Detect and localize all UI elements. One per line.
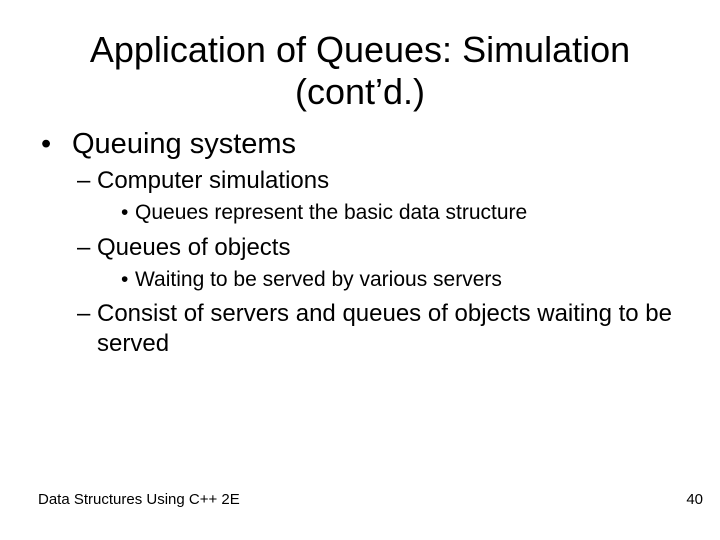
bullet-item-queuing-systems: • Queuing systems: [41, 126, 296, 162]
bullet-text: Consist of servers and queues of objects…: [97, 300, 672, 357]
bullet-text: Queuing systems: [72, 128, 297, 160]
slide-title: Application of Queues: Simulation (cont’…: [0, 29, 720, 113]
bullet-text: Queues of objects: [97, 234, 291, 261]
dash-marker-icon: –: [77, 234, 91, 261]
title-line-1: Application of Queues: Simulation: [89, 29, 631, 70]
bullet-item-consist-of-servers: – Consist of servers and queues of objec…: [77, 299, 687, 359]
title-line-2: (cont’d.): [294, 71, 426, 112]
page-number: 40: [686, 491, 703, 508]
bullet-item-queues-of-objects: – Queues of objects: [77, 233, 290, 263]
bullet-dot-icon: •: [121, 201, 129, 224]
dash-marker-icon: –: [77, 300, 91, 327]
footer-book-title: Data Structures Using C++ 2E: [38, 491, 240, 508]
bullet-item-waiting-to-be-served: • Waiting to be served by various server…: [121, 267, 502, 293]
bullet-dot-icon: •: [41, 128, 52, 160]
bullet-item-queues-represent: • Queues represent the basic data struct…: [121, 200, 527, 226]
bullet-text: Waiting to be served by various servers: [135, 268, 502, 291]
bullet-text: Queues represent the basic data structur…: [135, 201, 528, 224]
bullet-text: Computer simulations: [97, 167, 330, 194]
bullet-item-computer-simulations: – Computer simulations: [77, 166, 329, 196]
bullet-dot-icon: •: [121, 268, 129, 291]
dash-marker-icon: –: [77, 167, 91, 194]
